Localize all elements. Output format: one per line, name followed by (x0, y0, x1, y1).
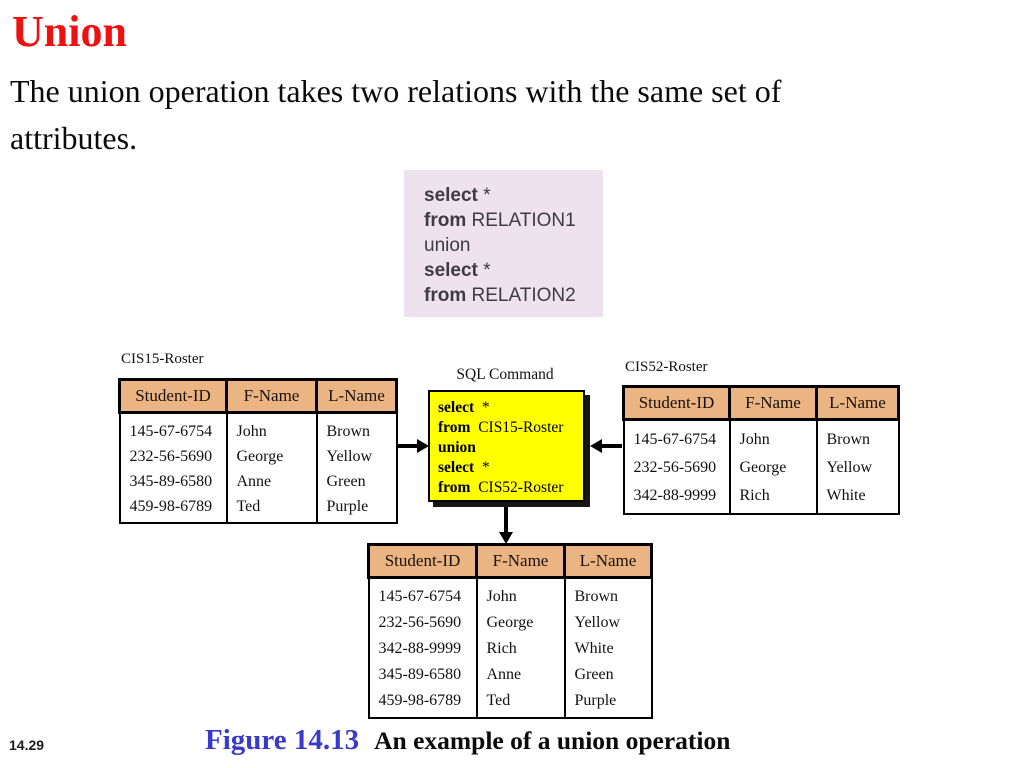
table-cell-value: 145-67-6754 (633, 431, 717, 448)
code-line: select * (438, 459, 490, 476)
code-line: from CIS15-Roster (438, 419, 564, 436)
body-text: The union operation takes two relations … (10, 68, 1010, 162)
column-header: L-Name (315, 378, 398, 414)
table-cell-value: 459-98-6789 (378, 692, 462, 709)
column-header: L-Name (563, 543, 653, 579)
arrow-sql-to-result-head-icon (499, 532, 513, 544)
table-cell-value: George (739, 459, 787, 476)
table-column-cells: 145-67-6754 232-56-5690 342-88-9999 345-89-… (367, 576, 478, 719)
column-header: Student-ID (118, 378, 228, 414)
table-cell-value: 345-89-6580 (129, 473, 213, 490)
table-cell-value: 342-88-9999 (378, 640, 462, 657)
table-cell-value: 232-56-5690 (378, 614, 462, 631)
table-cell-value: John (236, 423, 267, 440)
arrow-right-to-sql-line (597, 444, 622, 448)
table-cell-value: Green (326, 473, 366, 490)
page-title: Union (12, 7, 127, 56)
body-text-line: attributes. (10, 120, 138, 156)
left-table-title: CIS15-Roster (121, 351, 204, 367)
sql-syntax-box: select * from RELATION1 union select * from … (404, 170, 603, 317)
arrow-left-to-sql-head-icon (417, 439, 429, 453)
table-cell-value: White (826, 487, 866, 504)
sql-command-box: select * from CIS15-Roster union select * fr… (428, 390, 585, 502)
table-cell-value: Yellow (574, 614, 621, 631)
table-cell-value: Brown (326, 423, 371, 440)
table-cell-value: 345-89-6580 (378, 666, 462, 683)
body-text-line: The union operation takes two relations … (10, 73, 782, 109)
table-cell-value: Brown (574, 588, 619, 605)
figure-caption-label: Figure 14.13 (205, 724, 360, 756)
code-line: select * (424, 260, 491, 281)
table-cell-value: Ted (236, 498, 261, 515)
table-cell-value: Anne (486, 666, 522, 683)
table-body-row: 145-67-6754 232-56-5690 342-88-9999 345-89-… (367, 576, 653, 719)
table-cell-value: Brown (826, 431, 871, 448)
column-header: F-Name (728, 385, 818, 421)
code-line: union (438, 439, 476, 456)
column-header: Student-ID (367, 543, 478, 579)
page-number: 14.29 (9, 737, 45, 753)
table-cell-value: 459-98-6789 (129, 498, 213, 515)
table-cell-value: 232-56-5690 (633, 459, 717, 476)
code-line: union (424, 235, 471, 256)
code-line: from CIS52-Roster (438, 479, 564, 496)
figure-caption: Figure 14.13 An example of a union operat… (205, 724, 730, 757)
right-table-title: CIS52-Roster (625, 359, 708, 375)
table-cell-value: 232-56-5690 (129, 448, 213, 465)
column-header: L-Name (815, 385, 900, 421)
table-cell-value: Yellow (326, 448, 373, 465)
table-cell-value: Rich (486, 640, 517, 657)
table-cell-value: 342-88-9999 (633, 487, 717, 504)
table-cell-value: White (574, 640, 614, 657)
table-cell-value: George (486, 614, 534, 631)
table-column-cells: 145-67-6754 232-56-5690 345-89-6580 459-98-… (118, 411, 228, 524)
figure-caption-text: An example of a union operation (374, 726, 731, 755)
code-line: from RELATION1 (424, 210, 576, 231)
table-cell-value: John (739, 431, 770, 448)
table-cell-value: 145-67-6754 (129, 423, 213, 440)
table-cell-value: Green (574, 666, 614, 683)
column-header: Student-ID (622, 385, 731, 421)
column-header: F-Name (225, 378, 318, 414)
code-line: select * (438, 399, 490, 416)
column-header: F-Name (475, 543, 566, 579)
code-line: select * (424, 185, 491, 206)
table-body-row: 145-67-6754 232-56-5690 345-89-6580 459-98-… (118, 411, 398, 524)
table-cell-value: Purple (326, 498, 369, 515)
table-cell-value: Yellow (826, 459, 873, 476)
table-cell-value: George (236, 448, 284, 465)
table-cell-value: 145-67-6754 (378, 588, 462, 605)
table-cell-value: Rich (739, 487, 770, 504)
code-line: from RELATION2 (424, 285, 576, 306)
arrow-left-to-sql-line (396, 444, 421, 448)
table-cell-value: Purple (574, 692, 617, 709)
arrow-sql-to-result-line (504, 507, 508, 534)
table-column-cells: 145-67-6754 232-56-5690 342-88-9999 (622, 418, 731, 515)
table-cell-value: John (486, 588, 517, 605)
table-cell-value: Ted (486, 692, 511, 709)
table-cell-value: Anne (236, 473, 272, 490)
arrow-right-to-sql-head-icon (590, 439, 602, 453)
sql-command-label: SQL Command (456, 366, 554, 383)
